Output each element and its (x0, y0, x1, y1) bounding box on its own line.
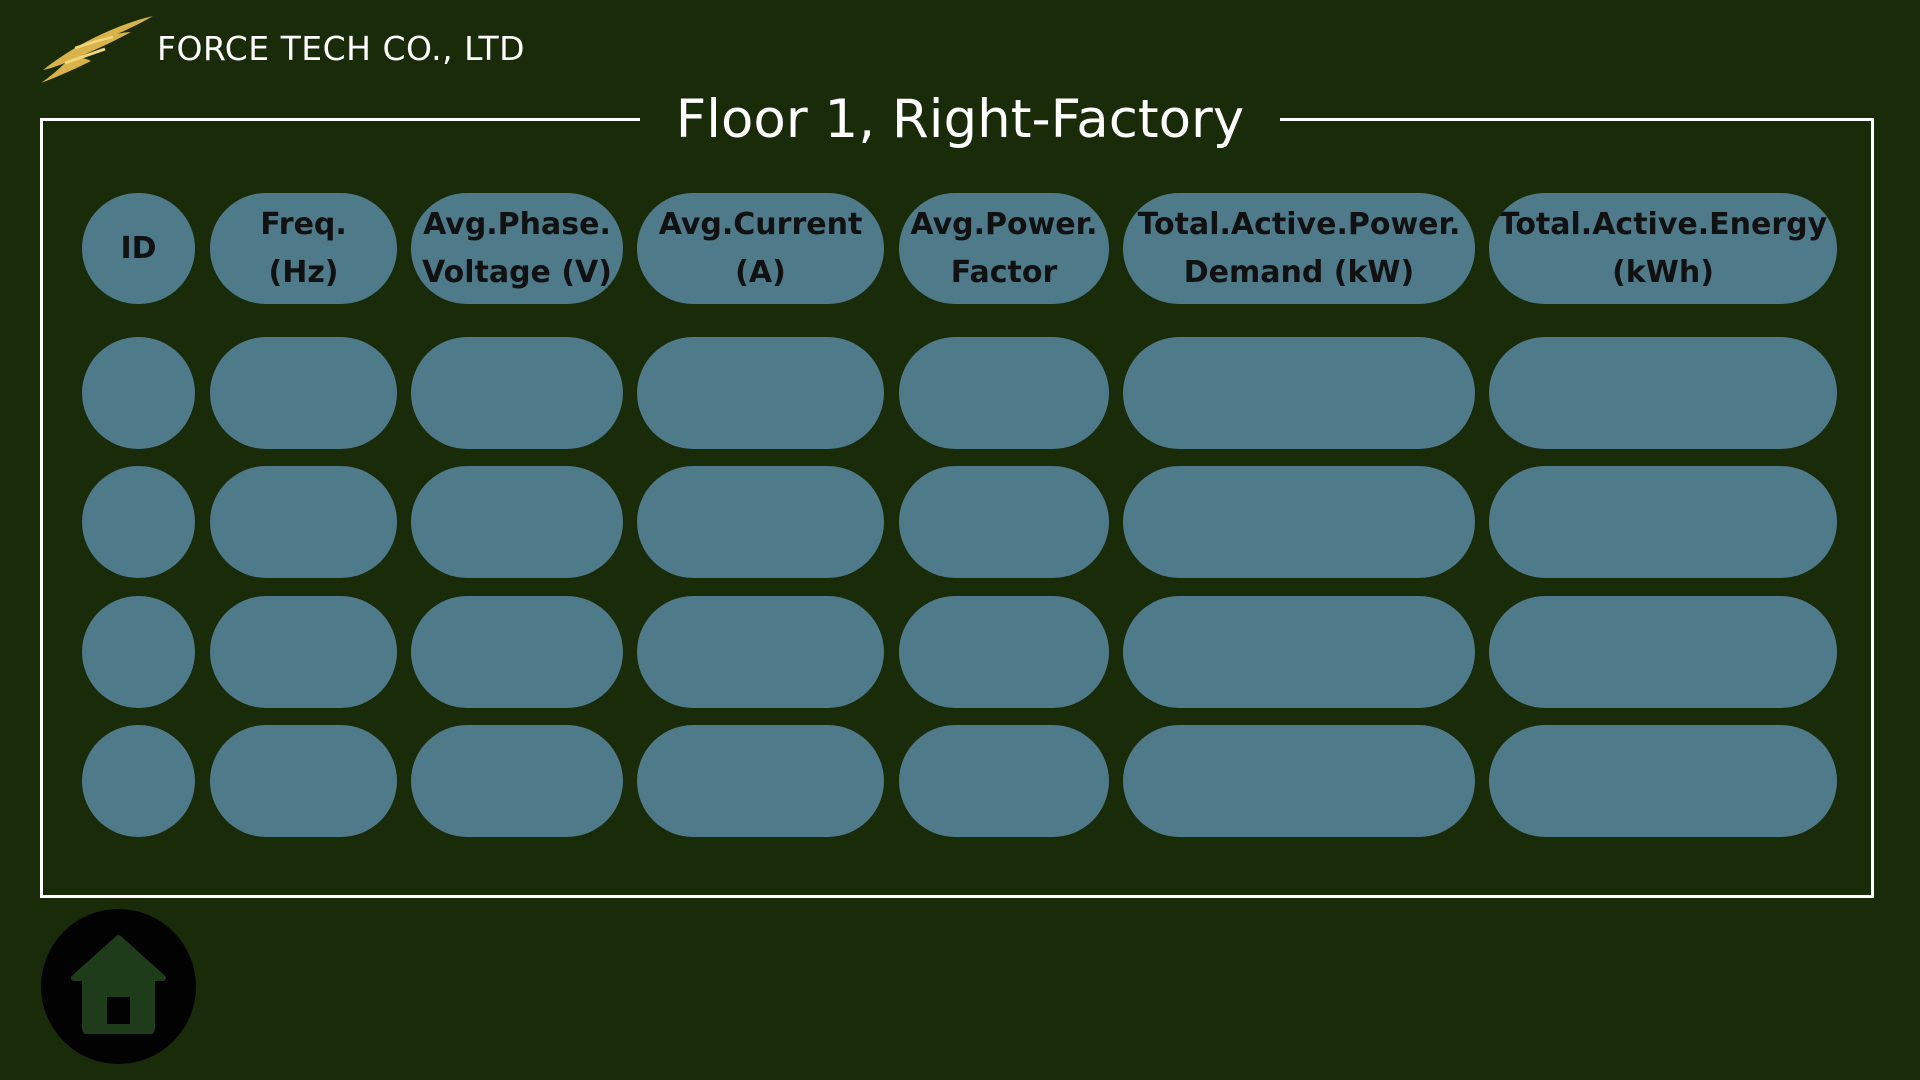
cell-voltage-row-1 (411, 337, 623, 449)
cell-id-row-1 (82, 337, 195, 449)
cell-power-factor-row-1 (899, 337, 1109, 449)
company-name: FORCE TECH CO., LTD (157, 29, 526, 68)
column-header-total-active-energy: Total.Active.Energy(kWh) (1489, 193, 1837, 304)
cell-voltage-row-2 (411, 466, 623, 578)
cell-current-row-4 (637, 725, 884, 837)
column-header-avg-phase-voltage: Avg.Phase.Voltage (V) (411, 193, 623, 304)
cell-frequency-row-2 (210, 466, 397, 578)
cell-energy-row-1 (1489, 337, 1837, 449)
cell-energy-row-2 (1489, 466, 1837, 578)
cell-power-factor-row-3 (899, 596, 1109, 708)
cell-id-row-4 (82, 725, 195, 837)
cell-voltage-row-3 (411, 596, 623, 708)
cell-power-demand-row-1 (1123, 337, 1475, 449)
cell-power-demand-row-3 (1123, 596, 1475, 708)
column-header-avg-power-factor: Avg.Power.Factor (899, 193, 1109, 304)
cell-current-row-1 (637, 337, 884, 449)
cell-current-row-2 (637, 466, 884, 578)
cell-current-row-3 (637, 596, 884, 708)
cell-id-row-3 (82, 596, 195, 708)
cell-power-demand-row-4 (1123, 725, 1475, 837)
cell-energy-row-4 (1489, 725, 1837, 837)
company-logo-icon (41, 16, 153, 83)
home-button[interactable] (41, 909, 196, 1064)
cell-voltage-row-4 (411, 725, 623, 837)
cell-frequency-row-3 (210, 596, 397, 708)
cell-frequency-row-1 (210, 337, 397, 449)
column-header-id: ID (82, 193, 195, 304)
home-icon (71, 935, 166, 1034)
column-header-avg-current: Avg.Current(A) (637, 193, 884, 304)
cell-id-row-2 (82, 466, 195, 578)
cell-energy-row-3 (1489, 596, 1837, 708)
cell-power-demand-row-2 (1123, 466, 1475, 578)
cell-frequency-row-4 (210, 725, 397, 837)
column-header-frequency: Freq.(Hz) (210, 193, 397, 304)
cell-power-factor-row-2 (899, 466, 1109, 578)
panel-title: Floor 1, Right-Factory (640, 85, 1280, 155)
cell-power-factor-row-4 (899, 725, 1109, 837)
column-header-total-active-power-demand: Total.Active.Power.Demand (kW) (1123, 193, 1475, 304)
